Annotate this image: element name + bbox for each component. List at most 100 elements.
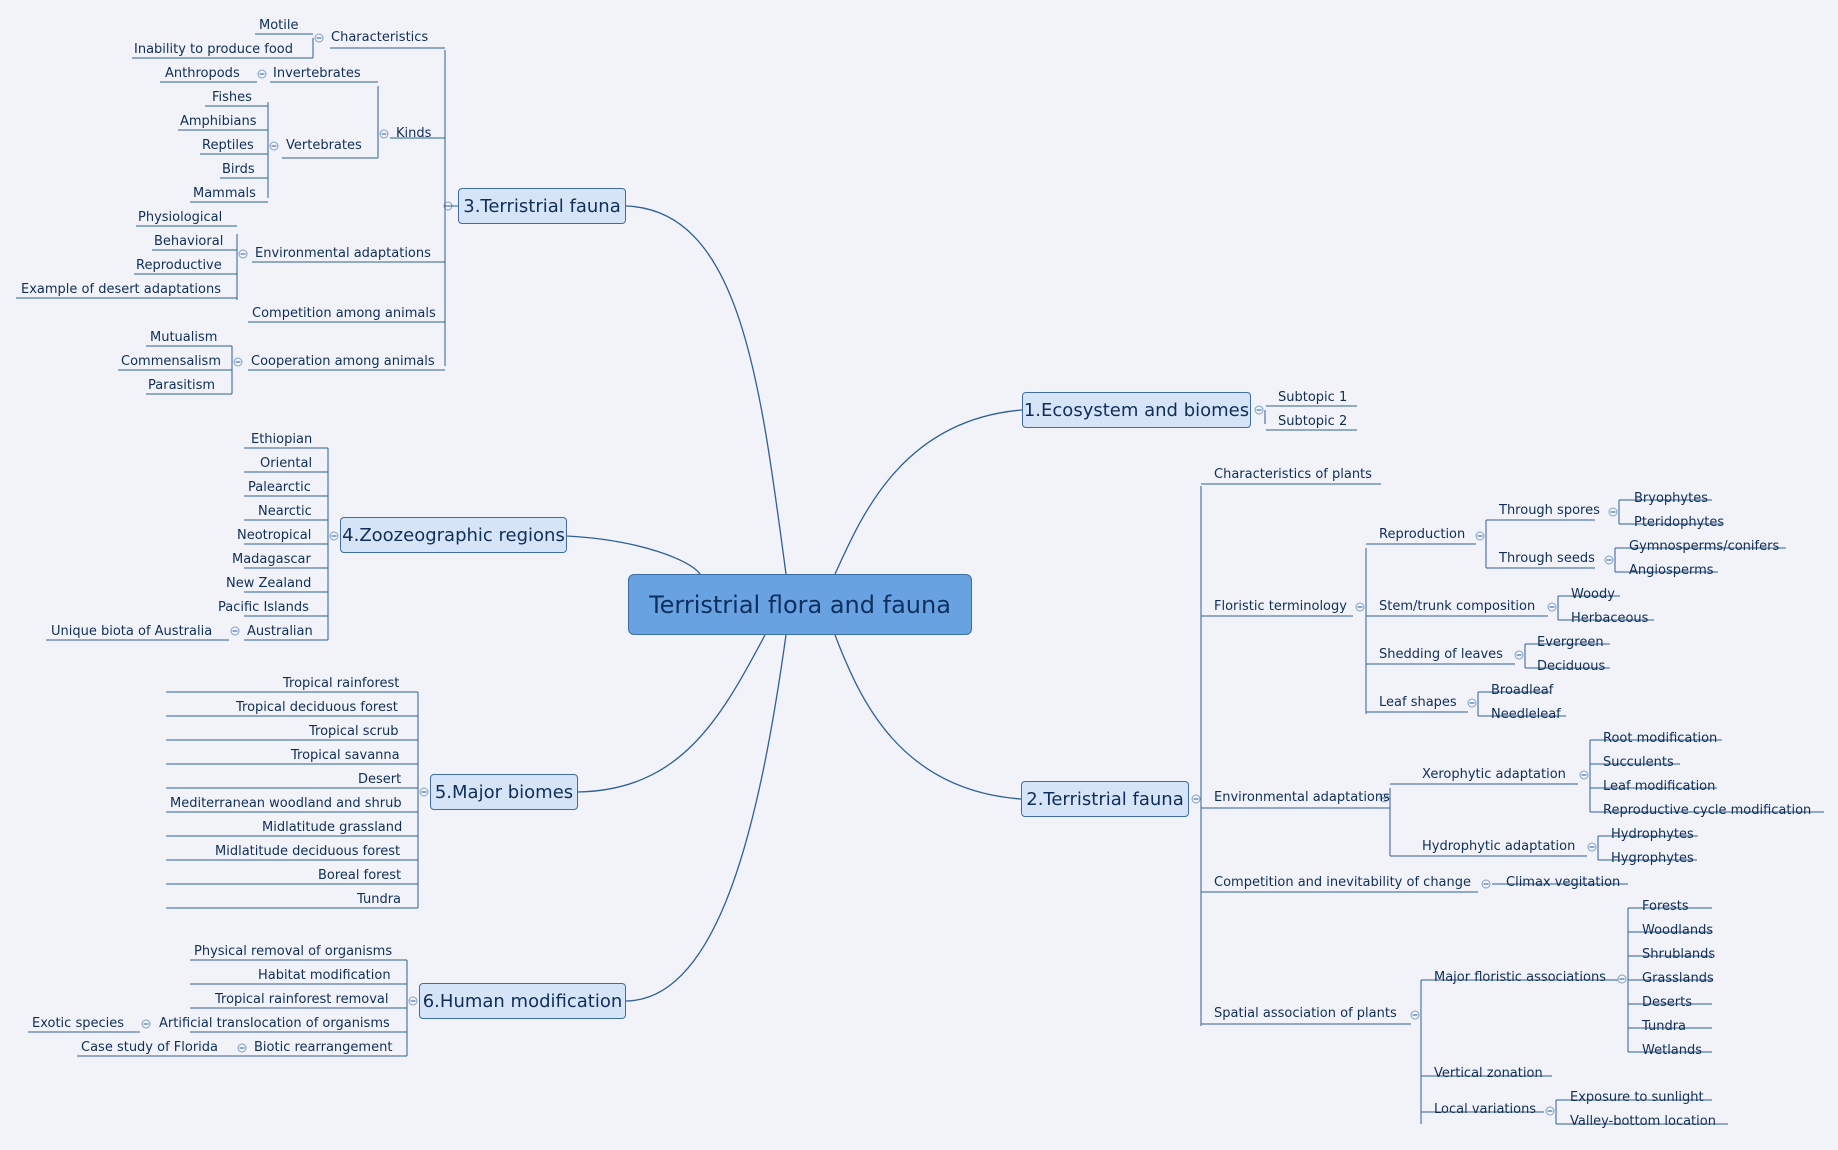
leaf-node[interactable]: Hygrophytes: [1611, 851, 1694, 866]
topic-terristrial-fauna[interactable]: 3.Terristrial fauna: [458, 188, 626, 224]
leaf-node[interactable]: Climax vegitation: [1506, 875, 1621, 890]
region-node[interactable]: Oriental: [260, 456, 313, 471]
leaf-node[interactable]: Reproductive: [136, 258, 222, 273]
biome-node[interactable]: Desert: [358, 772, 402, 787]
through-spores-node[interactable]: Through spores: [1499, 503, 1600, 518]
competition-change-node[interactable]: Competition and inevitability of change: [1214, 875, 1472, 890]
through-seeds-node[interactable]: Through seeds: [1499, 551, 1595, 566]
leaf-node[interactable]: Wetlands: [1642, 1043, 1703, 1058]
australian-node[interactable]: Australian: [247, 624, 313, 639]
region-node[interactable]: New Zealand: [226, 576, 312, 591]
spatial-association-node[interactable]: Spatial association of plants: [1214, 1006, 1397, 1021]
floristic-terminology-node[interactable]: Floristic terminology: [1214, 599, 1347, 614]
leaf-node[interactable]: Inability to produce food: [134, 42, 294, 57]
shedding-node[interactable]: Shedding of leaves: [1379, 647, 1503, 662]
plant-environmental-adaptations-node[interactable]: Environmental adaptations: [1214, 790, 1390, 805]
biome-node[interactable]: Tropical deciduous forest: [236, 700, 398, 715]
stem-node[interactable]: Stem/trunk composition: [1379, 599, 1536, 614]
leaf-node[interactable]: Example of desert adaptations: [21, 282, 221, 297]
leaf-node[interactable]: Evergreen: [1537, 635, 1604, 650]
region-node[interactable]: Ethiopian: [251, 432, 313, 447]
leaf-node[interactable]: Pteridophytes: [1634, 515, 1725, 530]
leaf-node[interactable]: Birds: [222, 162, 255, 177]
biome-node[interactable]: Tropical rainforest: [283, 676, 400, 691]
leaf-node[interactable]: Deserts: [1642, 995, 1692, 1010]
leaf-node[interactable]: Case study of Florida: [81, 1040, 219, 1055]
competition-node[interactable]: Competition among animals: [252, 306, 436, 321]
central-topic[interactable]: Terristrial flora and fauna: [628, 574, 972, 635]
biome-node[interactable]: Tropical savanna: [291, 748, 400, 763]
biome-node[interactable]: Boreal forest: [318, 868, 402, 883]
leaf-node[interactable]: Mammals: [193, 186, 256, 201]
topic-zoozeographic-regions[interactable]: 4.Zoozeographic regions: [340, 517, 567, 553]
leaf-node[interactable]: Hydrophytes: [1611, 827, 1694, 842]
topic-terristrial-flora[interactable]: 2.Terristrial fauna: [1021, 781, 1189, 817]
region-node[interactable]: Palearctic: [248, 480, 311, 495]
reproduction-node[interactable]: Reproduction: [1379, 527, 1466, 542]
leaf-node[interactable]: Reproductive cycle modification: [1603, 803, 1812, 818]
leaf-node[interactable]: Exotic species: [32, 1016, 125, 1031]
leaf-node[interactable]: Mutualism: [150, 330, 218, 345]
leaf-shapes-node[interactable]: Leaf shapes: [1379, 695, 1457, 710]
leaf-node[interactable]: Root modification: [1603, 731, 1718, 746]
characteristics-of-plants-node[interactable]: Characteristics of plants: [1214, 467, 1372, 482]
characteristics-node[interactable]: Characteristics: [331, 30, 429, 45]
leaf-node[interactable]: Motile: [259, 18, 299, 33]
leaf-node[interactable]: Reptiles: [202, 138, 254, 153]
rearrangement-node[interactable]: Biotic rearrangement: [254, 1040, 393, 1055]
leaf-node[interactable]: Tundra: [1642, 1019, 1687, 1034]
leaf-node[interactable]: Commensalism: [121, 354, 221, 369]
major-associations-node[interactable]: Major floristic associations: [1434, 970, 1606, 985]
local-variations-node[interactable]: Local variations: [1434, 1102, 1537, 1117]
invertebrates-node[interactable]: Invertebrates: [273, 66, 361, 81]
human-node[interactable]: Habitat modification: [258, 968, 391, 983]
leaf-node[interactable]: Deciduous: [1537, 659, 1606, 674]
leaf-node[interactable]: Angiosperms: [1629, 563, 1714, 578]
leaf-node[interactable]: Grasslands: [1642, 971, 1714, 986]
leaf-node[interactable]: Amphibians: [180, 114, 257, 129]
kinds-node[interactable]: Kinds: [396, 126, 432, 141]
human-node[interactable]: Physical removal of organisms: [194, 944, 393, 959]
leaf-node[interactable]: Woodlands: [1642, 923, 1714, 938]
subtopic-item[interactable]: Subtopic 2: [1278, 414, 1348, 429]
region-node[interactable]: Pacific Islands: [218, 600, 309, 615]
translocation-node[interactable]: Artificial translocation of organisms: [159, 1016, 390, 1031]
biome-node[interactable]: Midlatitude grassland: [262, 820, 403, 835]
topic-ecosystem-and-biomes[interactable]: 1.Ecosystem and biomes: [1022, 392, 1251, 428]
xerophytic-node[interactable]: Xerophytic adaptation: [1422, 767, 1566, 782]
human-node[interactable]: Tropical rainforest removal: [215, 992, 389, 1007]
subtopic-item[interactable]: Subtopic 1: [1278, 390, 1348, 405]
biome-node[interactable]: Tundra: [357, 892, 402, 907]
leaf-node[interactable]: Leaf modification: [1603, 779, 1716, 794]
leaf-node[interactable]: Behavioral: [154, 234, 224, 249]
region-node[interactable]: Madagascar: [232, 552, 311, 567]
leaf-node[interactable]: Physiological: [138, 210, 223, 225]
biome-node[interactable]: Tropical scrub: [309, 724, 399, 739]
leaf-node[interactable]: Gymnosperms/conifers: [1629, 539, 1780, 554]
environmental-adaptations-node[interactable]: Environmental adaptations: [255, 246, 431, 261]
leaf-node[interactable]: Valley-bottom location: [1570, 1114, 1716, 1129]
hydrophytic-node[interactable]: Hydrophytic adaptation: [1422, 839, 1576, 854]
biome-node[interactable]: Midlatitude deciduous forest: [215, 844, 401, 859]
leaf-node[interactable]: Anthropods: [165, 66, 240, 81]
leaf-node[interactable]: Needleleaf: [1491, 707, 1561, 722]
leaf-node[interactable]: Woody: [1571, 587, 1615, 602]
leaf-node[interactable]: Bryophytes: [1634, 491, 1708, 506]
topic-major-biomes[interactable]: 5.Major biomes: [430, 774, 578, 810]
leaf-node[interactable]: Fishes: [212, 90, 252, 105]
region-node[interactable]: Nearctic: [258, 504, 312, 519]
vertical-zonation-node[interactable]: Vertical zonation: [1434, 1066, 1543, 1081]
cooperation-node[interactable]: Cooperation among animals: [251, 354, 435, 369]
biome-node[interactable]: Mediterranean woodland and shrub: [170, 796, 402, 811]
topic-human-modification[interactable]: 6.Human modification: [419, 983, 626, 1019]
leaf-node[interactable]: Unique biota of Australia: [51, 624, 213, 639]
leaf-node[interactable]: Succulents: [1603, 755, 1674, 770]
leaf-node[interactable]: Herbaceous: [1571, 611, 1649, 626]
region-node[interactable]: Neotropical: [237, 528, 312, 543]
vertebrates-node[interactable]: Vertebrates: [286, 138, 362, 153]
leaf-node[interactable]: Exposure to sunlight: [1570, 1090, 1704, 1105]
leaf-node[interactable]: Shrublands: [1642, 947, 1716, 962]
leaf-node[interactable]: Broadleaf: [1491, 683, 1554, 698]
leaf-node[interactable]: Forests: [1642, 899, 1689, 914]
leaf-node[interactable]: Parasitism: [148, 378, 216, 393]
